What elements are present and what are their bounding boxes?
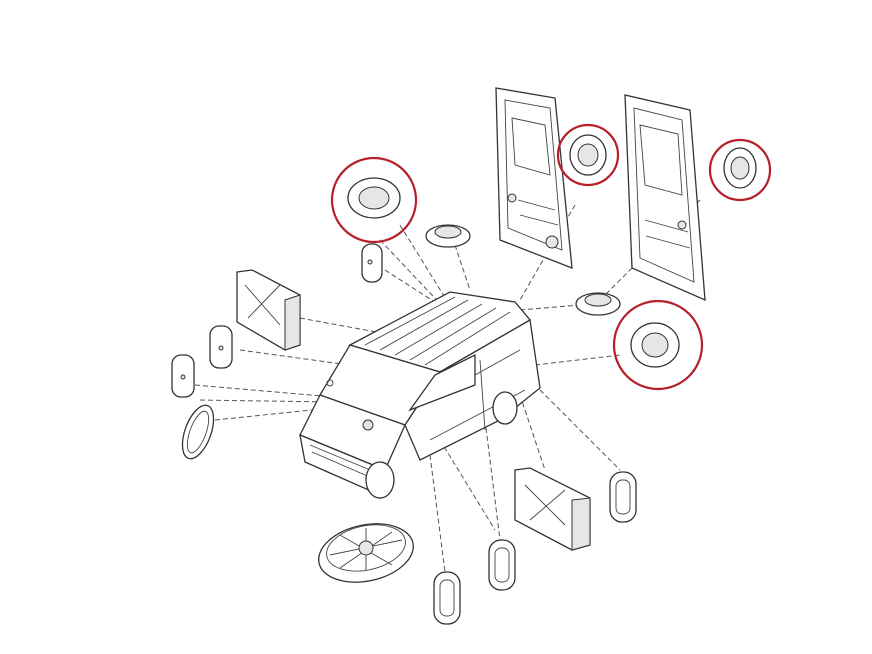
rear-door-right <box>624 94 706 302</box>
rear-door-left <box>495 87 573 269</box>
round-plug-large <box>318 523 414 583</box>
highlight-circle-top-center <box>330 156 418 244</box>
sill-cover-plate-front <box>236 269 301 351</box>
van-body <box>299 291 541 499</box>
oval-plug <box>171 243 383 460</box>
highlight-circles <box>330 123 772 391</box>
grommet-capsule <box>433 471 637 625</box>
round-plug-small-top <box>425 224 471 248</box>
highlight-circle-door-right <box>708 138 772 202</box>
sill-cover-plate-rear <box>514 467 591 551</box>
highlight-circle-side <box>612 299 704 391</box>
round-plug-small-side <box>575 292 621 316</box>
highlight-circle-door-left <box>556 123 620 187</box>
highlighted-cap <box>347 134 757 368</box>
